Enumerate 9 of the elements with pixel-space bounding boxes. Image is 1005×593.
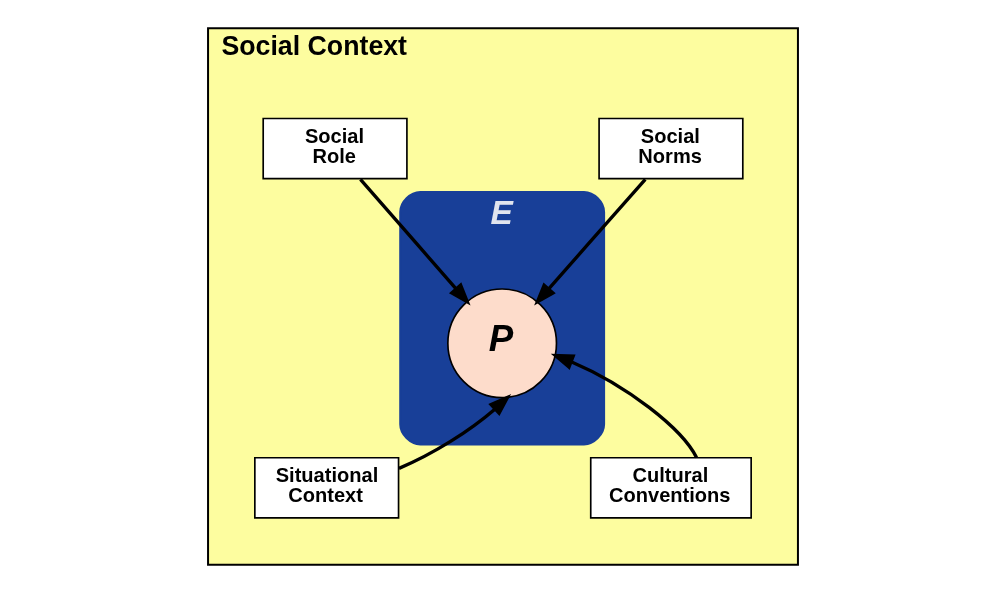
node-box: Situational Context <box>253 456 399 519</box>
node-circle: P <box>446 288 557 399</box>
node-box: Social Role <box>261 117 408 180</box>
arrow <box>533 178 647 306</box>
node-box: Cultural Conventions <box>589 456 752 519</box>
arrow <box>358 178 471 306</box>
arrow <box>550 353 698 459</box>
node-box: Social Norms <box>597 117 744 180</box>
arrow <box>397 394 511 470</box>
